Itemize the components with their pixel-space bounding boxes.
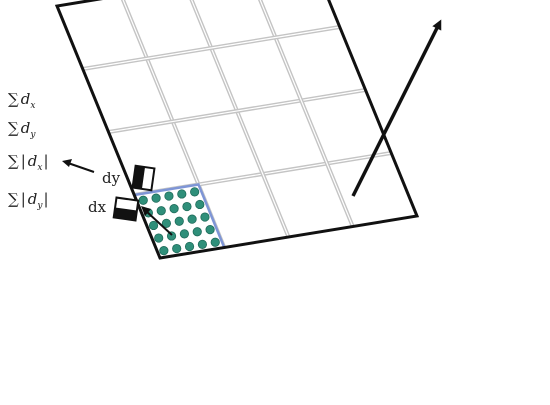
- haar-dy-label: dy: [102, 169, 121, 187]
- sample-point: [164, 191, 174, 201]
- sample-point: [154, 233, 164, 243]
- descriptor-window: [54, 0, 420, 260]
- descriptor-sums: ∑dx ∑dy ∑|dx| ∑|dy|: [8, 90, 49, 211]
- sample-point: [179, 229, 189, 239]
- sample-point: [210, 237, 220, 247]
- haar-dx-label: dx: [88, 198, 107, 216]
- grid-line-gap: [108, 89, 366, 133]
- sample-point: [151, 193, 161, 203]
- sample-point: [148, 220, 159, 231]
- arrow-left-icon: [145, 210, 173, 236]
- arrowhead: [141, 206, 151, 216]
- arrow-left-icon: [67, 162, 95, 173]
- sample-point: [156, 206, 166, 216]
- haar-dy-icon: [131, 164, 156, 192]
- grid-line-gap: [82, 26, 340, 70]
- sample-point: [174, 216, 184, 226]
- sample-point: [138, 195, 148, 205]
- sample-point: [197, 239, 207, 249]
- haar-dx-icon: [112, 196, 140, 222]
- descriptor-sum-formula: ∑|dx|: [8, 152, 49, 173]
- sample-point: [169, 204, 179, 214]
- sample-point: [184, 241, 195, 252]
- sample-point: [172, 243, 182, 254]
- grid-line-gap: [259, 0, 354, 227]
- sample-point: [190, 187, 200, 197]
- window-outline: [54, 0, 420, 260]
- sample-point: [192, 227, 202, 237]
- descriptor-sum-formula: ∑|dy|: [8, 190, 49, 211]
- sample-point: [200, 212, 210, 222]
- descriptor-sum-formula: ∑dy: [8, 119, 36, 140]
- sample-point: [187, 214, 197, 224]
- sample-point: [159, 246, 169, 256]
- sample-point: [161, 218, 171, 228]
- descriptor-sum-formula: ∑dx: [8, 90, 35, 111]
- sample-point: [195, 199, 205, 210]
- sample-point: [182, 201, 192, 212]
- arrow-up-icon: [351, 19, 442, 197]
- arrowhead: [62, 159, 72, 167]
- sample-point: [177, 189, 187, 199]
- sample-point: [205, 225, 215, 235]
